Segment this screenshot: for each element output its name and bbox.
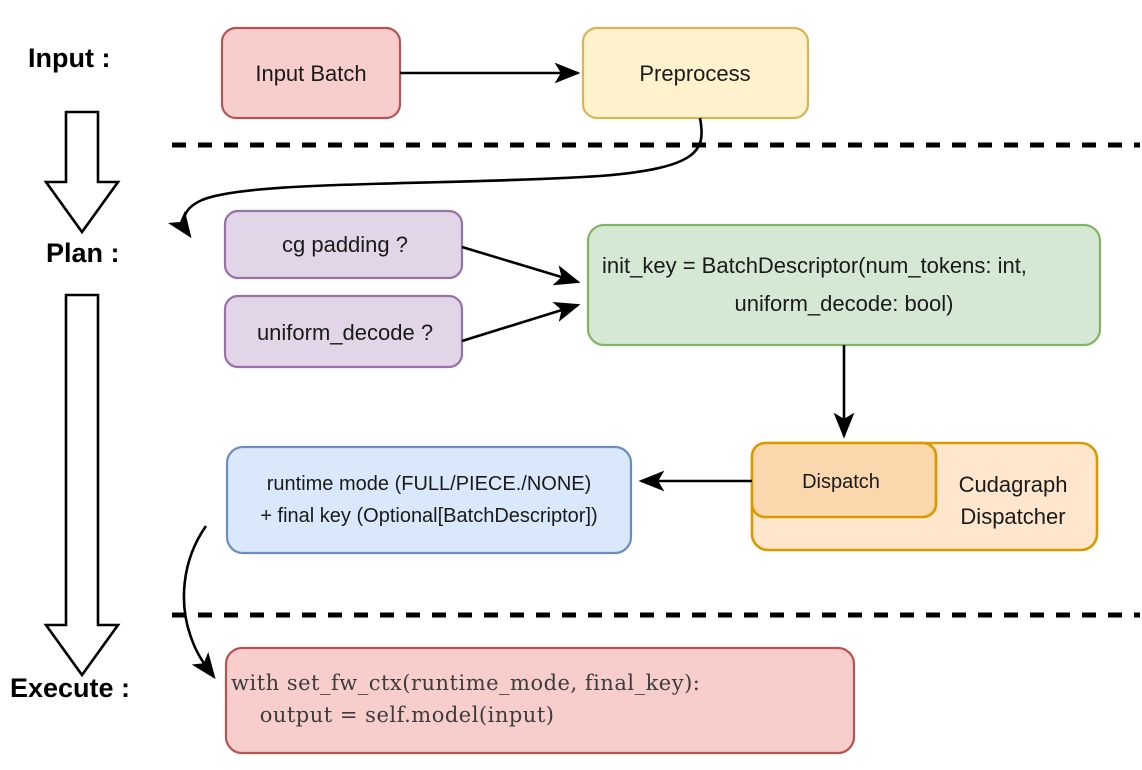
node-runtime-mode[interactable]: runtime mode (FULL/PIECE./NONE) + final … [225, 445, 633, 555]
cg-padding-box [223, 209, 464, 280]
runtime-mode-label-line2: + final key (Optional[BatchDescriptor]) [260, 505, 597, 527]
init-key-label-line1: init_key = BatchDescriptor(num_tokens: i… [602, 253, 1027, 278]
cudagraph-dispatcher-label-line2: Dispatcher [960, 504, 1065, 529]
uniform-decode-label: uniform_decode ? [257, 320, 433, 345]
node-input-batch[interactable]: Input Batch [220, 26, 402, 120]
cg-padding-label: cg padding ? [282, 232, 408, 257]
preprocess-label: Preprocess [639, 61, 750, 86]
input-batch-label: Input Batch [255, 61, 366, 86]
cudagraph-dispatcher-label-line1: Cudagraph [959, 472, 1068, 497]
node-preprocess[interactable]: Preprocess [581, 26, 810, 120]
stage-label-input: Input : [28, 43, 110, 73]
node-cg-padding[interactable]: cg padding ? [223, 209, 464, 280]
node-init-key[interactable]: init_key = BatchDescriptor(num_tokens: i… [586, 223, 1102, 347]
runtime-mode-box [225, 445, 633, 555]
execute-code-line2: output = self.model(input) [231, 703, 554, 727]
execute-code-line1: with set_fw_ctx(runtime_mode, final_key)… [231, 671, 700, 695]
edge-cg-padding-to-init-key [461, 245, 581, 286]
node-execute-code[interactable]: with set_fw_ctx(runtime_mode, final_key)… [224, 646, 856, 755]
uniform-decode-box [223, 294, 464, 369]
edge-preprocess-to-cg-padding [167, 117, 703, 239]
node-uniform-decode[interactable]: uniform_decode ? [223, 294, 464, 369]
dispatch-label: Dispatch [802, 471, 880, 493]
runtime-mode-label-line1: runtime mode (FULL/PIECE./NONE) [267, 473, 592, 495]
input-to-plan-arrow [43, 110, 121, 235]
init-key-label-line2: uniform_decode: bool) [735, 291, 954, 316]
plan-to-execute-arrow [43, 293, 121, 678]
preprocess-box [581, 26, 810, 120]
stage-label-execute: Execute : [10, 673, 130, 703]
stage-label-plan: Plan : [46, 238, 120, 268]
execute-code-box [224, 646, 856, 755]
init-key-box [586, 223, 1102, 347]
edge-runtime-mode-to-execute-code [182, 525, 216, 680]
node-dispatch[interactable]: Dispatch [750, 441, 938, 519]
edge-uniform-decode-to-init-key [461, 302, 581, 343]
